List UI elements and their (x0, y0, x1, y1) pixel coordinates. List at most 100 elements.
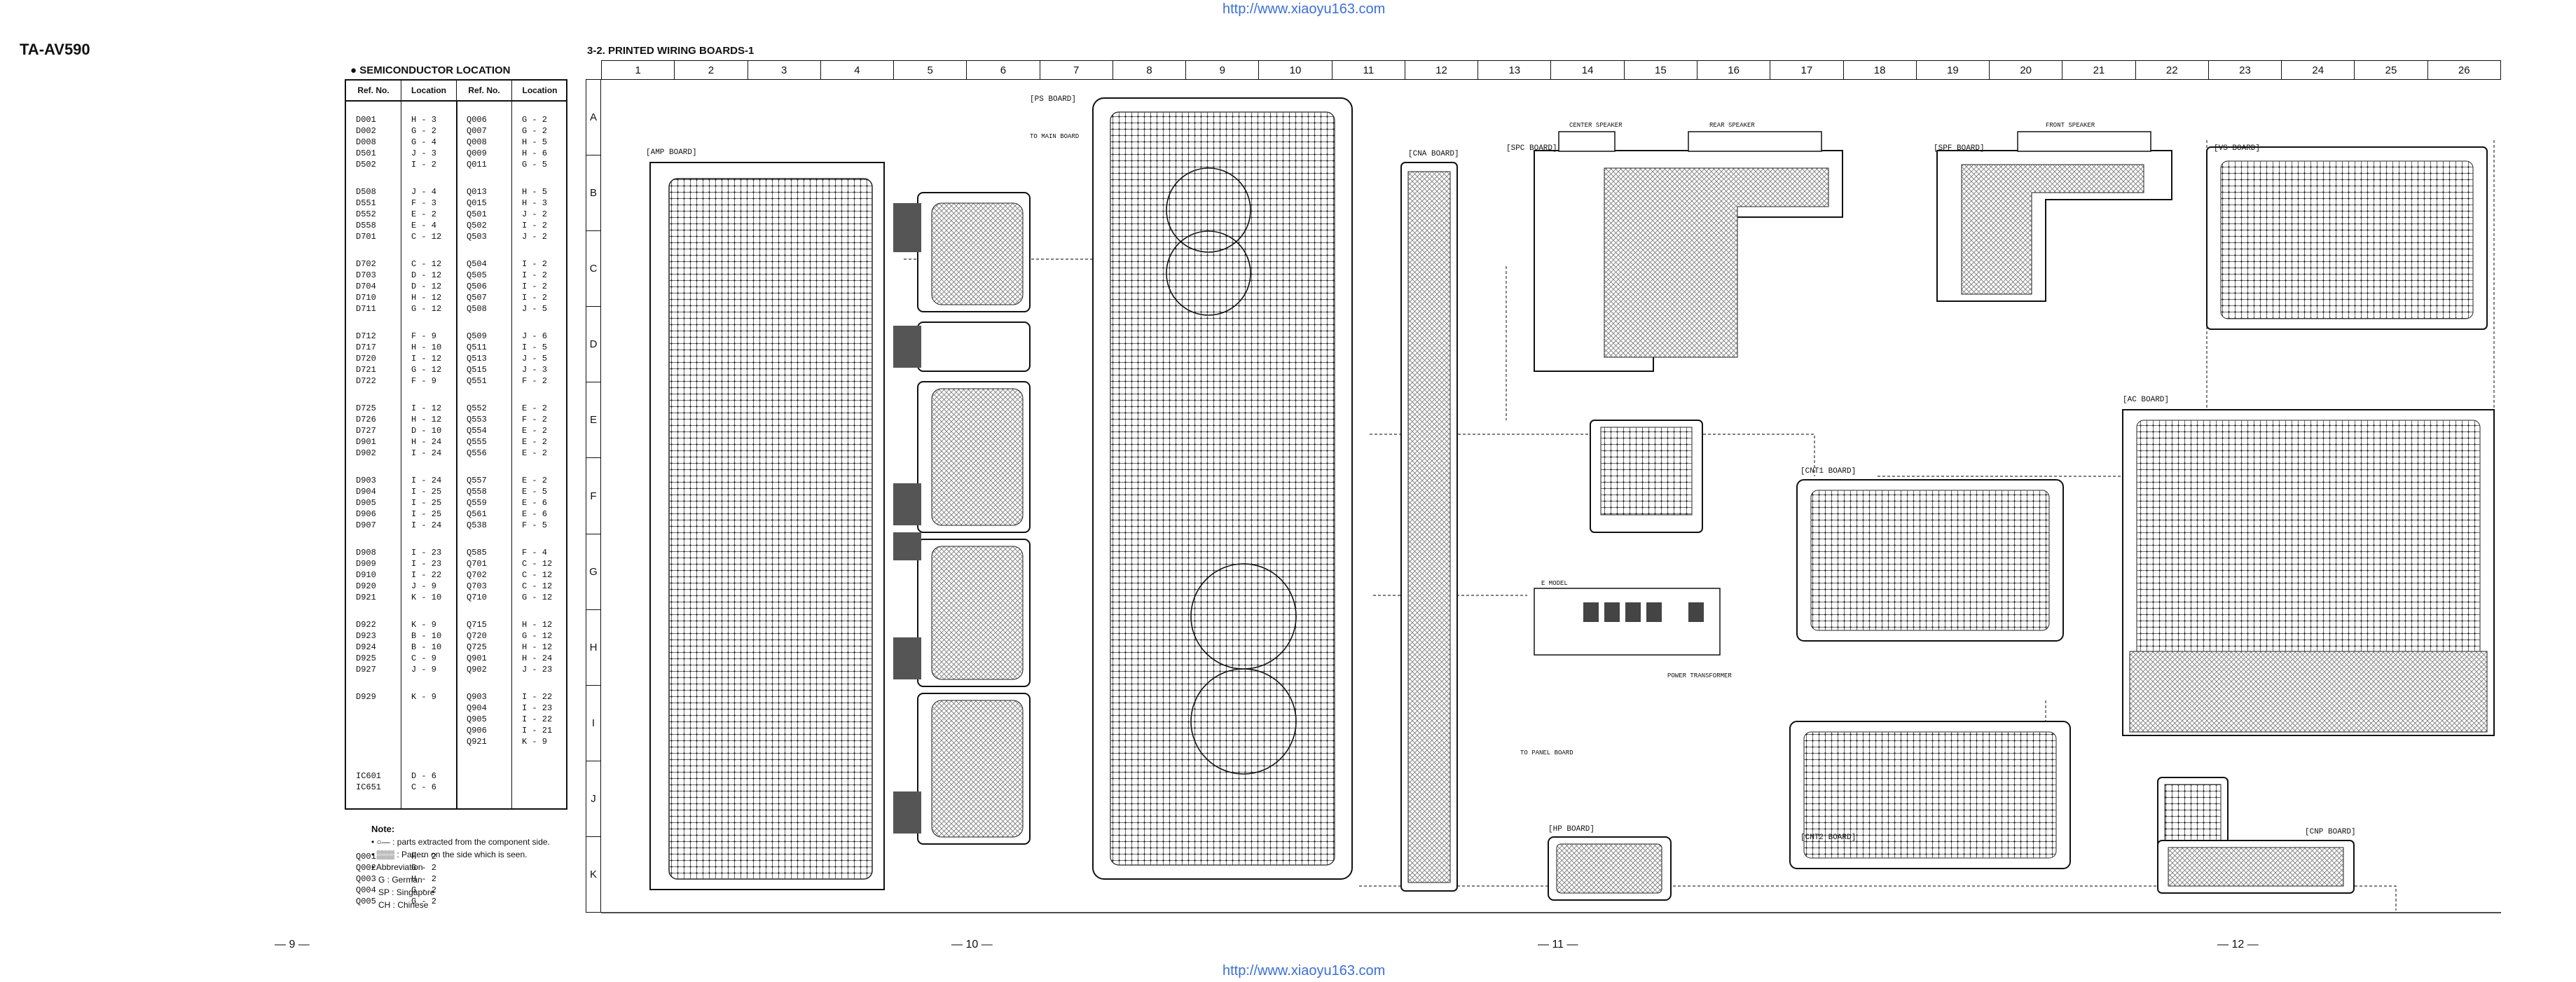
ref-no-cell: D905 (356, 498, 376, 508)
semiconductor-title: ● SEMICONDUCTOR LOCATION (350, 64, 511, 76)
ref-no-cell: D703 (356, 270, 376, 280)
ref-no-cell: D906 (356, 509, 376, 519)
ref-no-cell: Q506 (467, 282, 487, 291)
ref-no-cell: Q513 (467, 354, 487, 364)
page-number-11: — 11 — (1538, 939, 1578, 950)
ref-no-cell: D712 (356, 331, 376, 341)
ref-no-cell: D508 (356, 187, 376, 197)
vs-board-label: [VS BOARD] (2214, 144, 2261, 153)
top-url[interactable]: http://www.xiaoyu163.com (1222, 1, 1386, 17)
spc-terminals (1558, 131, 1822, 152)
bottom-url[interactable]: http://www.xiaoyu163.com (1222, 963, 1386, 978)
ref-no-cell: Q902 (467, 665, 487, 675)
location-cell: J - 5 (522, 304, 548, 314)
ref-no-cell: Q009 (467, 148, 487, 158)
ref-no-cell: D704 (356, 282, 376, 291)
header-ref-no-2: Ref. No. (457, 81, 512, 100)
location-cell: G - 5 (522, 160, 548, 170)
location-cell: C - 12 (411, 259, 442, 269)
ref-no-cell: Q001 (356, 852, 376, 862)
location-cell: I - 25 (411, 509, 442, 519)
notes-title: Note: (371, 824, 395, 834)
ref-no-cell: Q006 (467, 115, 487, 125)
row-label: K (589, 868, 597, 880)
amp-module (917, 321, 1031, 372)
ref-no-cell: D001 (356, 115, 376, 125)
model-title: TA-AV590 (20, 41, 90, 58)
ref-no-cell: D924 (356, 642, 376, 652)
ref-no-cell: Q901 (467, 653, 487, 663)
amp-board-label: [AMP BOARD] (646, 148, 697, 157)
ps-board-label: [PS BOARD] (1030, 95, 1077, 104)
ref-no-cell: D929 (356, 692, 376, 702)
hp-board-traces (1556, 843, 1662, 894)
ref-no-cell: Q715 (467, 620, 487, 630)
column-label: 15 (1625, 61, 1697, 79)
cna-board-traces (1407, 171, 1451, 883)
location-cell: I - 25 (411, 487, 442, 497)
semiconductor-location-table: Ref. No. Location Ref. No. Location D001… (345, 79, 567, 906)
ref-no-cell: Q553 (467, 415, 487, 424)
ref-no-cell: Q013 (467, 187, 487, 197)
location-cell: J - 2 (522, 232, 548, 242)
notes-block: Note: • ○— : parts extracted from the co… (371, 823, 550, 911)
location-cell: G - 2 (411, 126, 437, 136)
ref-no-cell: Q559 (467, 498, 487, 508)
note-line: SP : Singapore (378, 887, 435, 897)
ref-no-cell: D921 (356, 593, 376, 602)
ref-no-cell: Q702 (467, 570, 487, 580)
ref-no-cell: D908 (356, 548, 376, 558)
location-cell: I - 22 (522, 714, 553, 724)
location-cell: H - 24 (411, 437, 442, 447)
column-label: 4 (821, 61, 895, 79)
location-cell: I - 5 (522, 343, 548, 352)
note-line: • Abbreviation (371, 862, 423, 872)
capacitor-outline (1190, 668, 1297, 775)
trace-area (931, 202, 1024, 305)
ref-no-cell: Q906 (467, 726, 487, 735)
column-label: 21 (2062, 61, 2136, 79)
ref-no-cell: D922 (356, 620, 376, 630)
e-model-terminals (1583, 602, 1704, 622)
location-cell: I - 22 (522, 692, 553, 702)
cnp-top-traces (2164, 784, 2222, 841)
location-cell: E - 2 (522, 437, 548, 447)
ref-no-cell: D902 (356, 448, 376, 458)
row-label: A (586, 80, 600, 156)
location-cell: K - 9 (411, 620, 437, 630)
header-location-1: Location (401, 81, 457, 100)
location-cell: G - 2 (522, 115, 548, 125)
wire (1370, 434, 1815, 476)
column-label: 18 (1844, 61, 1917, 79)
location-cell: G - 12 (411, 365, 442, 375)
ref-no-cell: Q701 (467, 559, 487, 569)
location-cell: H - 2 (411, 874, 437, 884)
ref-no-cell: Q015 (467, 198, 487, 208)
wire (1359, 885, 2397, 911)
location-cell: I - 21 (522, 726, 553, 735)
location-cell: I - 22 (411, 570, 442, 580)
ref-no-cell: Q011 (467, 160, 487, 170)
location-cell: I - 23 (411, 559, 442, 569)
ref-no-cell: D710 (356, 293, 376, 303)
ref-no-cell: D701 (356, 232, 376, 242)
column-label: 10 (1259, 61, 1332, 79)
location-cell: E - 5 (522, 487, 548, 497)
terminal (1625, 602, 1641, 622)
location-cell: I - 23 (411, 548, 442, 558)
column-label: 17 (1770, 61, 1844, 79)
location-cell: H - 12 (411, 293, 442, 303)
connector (893, 203, 921, 252)
ref-no-cell: D727 (356, 426, 376, 436)
location-cell: E - 4 (411, 221, 437, 230)
cnt1-board-traces (1810, 490, 2050, 631)
ref-no-cell: Q558 (467, 487, 487, 497)
ref-no-cell: Q703 (467, 581, 487, 591)
location-cell: J - 5 (522, 354, 548, 364)
location-cell: G - 4 (411, 137, 437, 147)
